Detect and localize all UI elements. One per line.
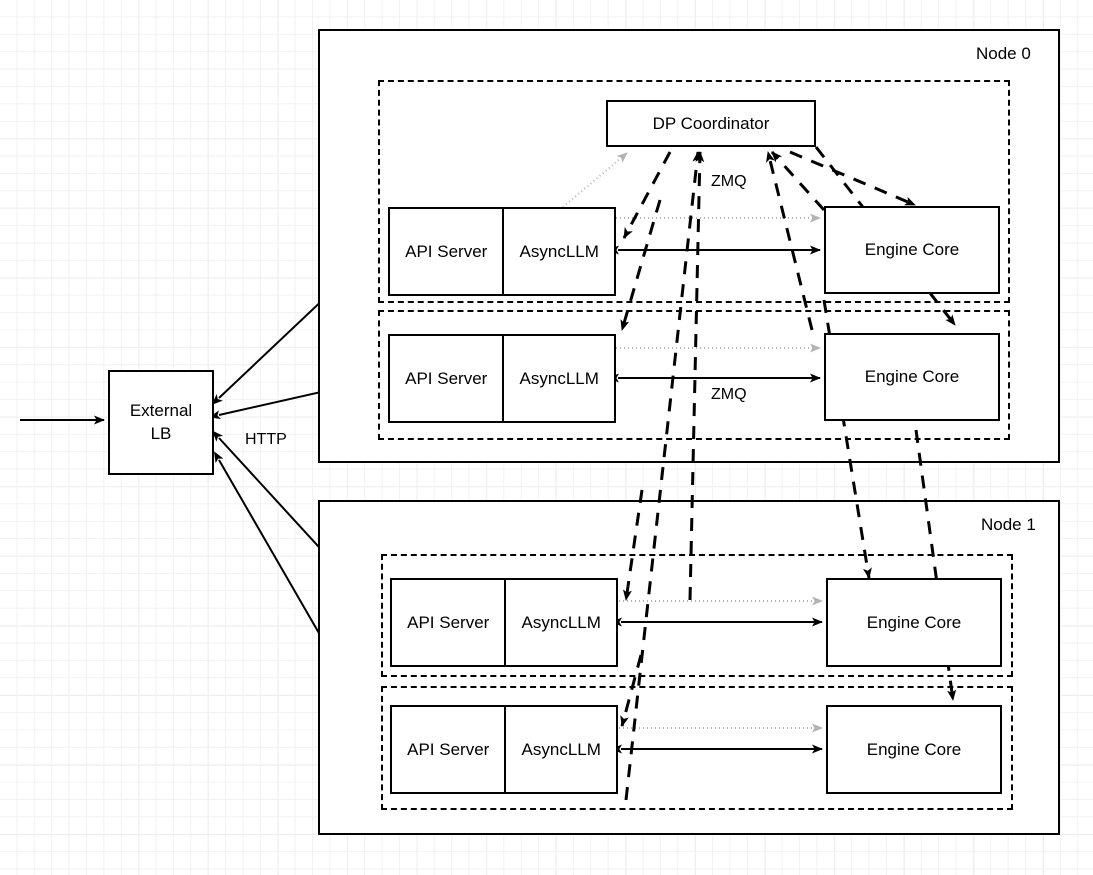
node1-rank0-engine-core-label: Engine Core bbox=[866, 612, 962, 632]
node0-rank0-engine-core-label: Engine Core bbox=[864, 240, 960, 260]
edge-engine-core-n0r0-to-coordinator bbox=[770, 150, 826, 212]
external-lb-label-line2: LB bbox=[150, 423, 172, 443]
node1-rank1-engine-core[interactable]: Engine Core bbox=[826, 705, 1002, 794]
node0-rank1-engine-core[interactable]: Engine Core bbox=[824, 333, 1000, 421]
node-1-rank-1-frame bbox=[381, 686, 1013, 810]
http-label: HTTP bbox=[245, 431, 287, 448]
edge-coordinator-to-engine-core-n0r0 bbox=[789, 150, 916, 207]
node1-rank1-api-server-group[interactable]: API Server AsyncLLM bbox=[390, 705, 618, 794]
dp-coordinator-label: DP Coordinator bbox=[652, 113, 770, 133]
node-0-label: Node 0 bbox=[976, 44, 1031, 63]
node0-rank1-api-server[interactable]: API Server bbox=[390, 336, 505, 421]
node1-rank0-api-server-group[interactable]: API Server AsyncLLM bbox=[390, 578, 618, 667]
edge-coordinator-to-asyncllm-n0r1 bbox=[620, 199, 662, 331]
dp-coordinator-box[interactable]: DP Coordinator bbox=[606, 100, 816, 147]
node1-rank0-engine-core[interactable]: Engine Core bbox=[826, 578, 1002, 667]
node1-rank0-api-server[interactable]: API Server bbox=[392, 580, 507, 665]
external-lb-box[interactable]: External LB bbox=[108, 370, 214, 475]
edge-engine-core-n1r1-to-coordinator bbox=[624, 151, 702, 801]
node0-rank0-engine-core[interactable]: Engine Core bbox=[824, 206, 1000, 294]
node1-rank1-api-server[interactable]: API Server bbox=[392, 707, 507, 792]
zmq-label-bottom: ZMQ bbox=[711, 386, 747, 403]
edge-coordinator-to-asyncllm-n0r0 bbox=[622, 151, 672, 239]
node-1-rank-0-frame bbox=[381, 554, 1013, 677]
node0-rank0-asyncllm[interactable]: AsyncLLM bbox=[519, 241, 599, 261]
node0-rank0-api-server-group[interactable]: API Server AsyncLLM bbox=[388, 207, 616, 296]
zmq-label-top: ZMQ bbox=[711, 173, 747, 190]
node0-rank0-api-server[interactable]: API Server bbox=[390, 209, 505, 294]
node1-rank1-engine-core-label: Engine Core bbox=[866, 739, 962, 759]
edge-coordinator-to-asyncllm-n1r0 bbox=[622, 489, 644, 601]
node0-rank1-engine-core-label: Engine Core bbox=[864, 367, 960, 387]
edge-engine-core-n0r1-to-coordinator bbox=[766, 151, 814, 331]
node-0-rank-0-frame bbox=[378, 80, 1010, 303]
node1-rank1-asyncllm[interactable]: AsyncLLM bbox=[521, 739, 601, 759]
external-lb-label-line1: External bbox=[129, 400, 193, 420]
node-1-label: Node 1 bbox=[981, 515, 1036, 534]
node1-rank0-asyncllm[interactable]: AsyncLLM bbox=[521, 612, 601, 632]
node0-rank1-asyncllm[interactable]: AsyncLLM bbox=[519, 368, 599, 388]
edge-engine-core-n1r0-to-coordinator bbox=[688, 151, 705, 601]
edge-coordinator-to-engine-core-n0r1 bbox=[814, 146, 957, 326]
node0-rank1-api-server-group[interactable]: API Server AsyncLLM bbox=[388, 334, 616, 423]
edge-asyncllm-to-coordinator-ghost bbox=[562, 152, 628, 208]
edge-coordinator-to-asyncllm-n1r1 bbox=[620, 654, 643, 727]
